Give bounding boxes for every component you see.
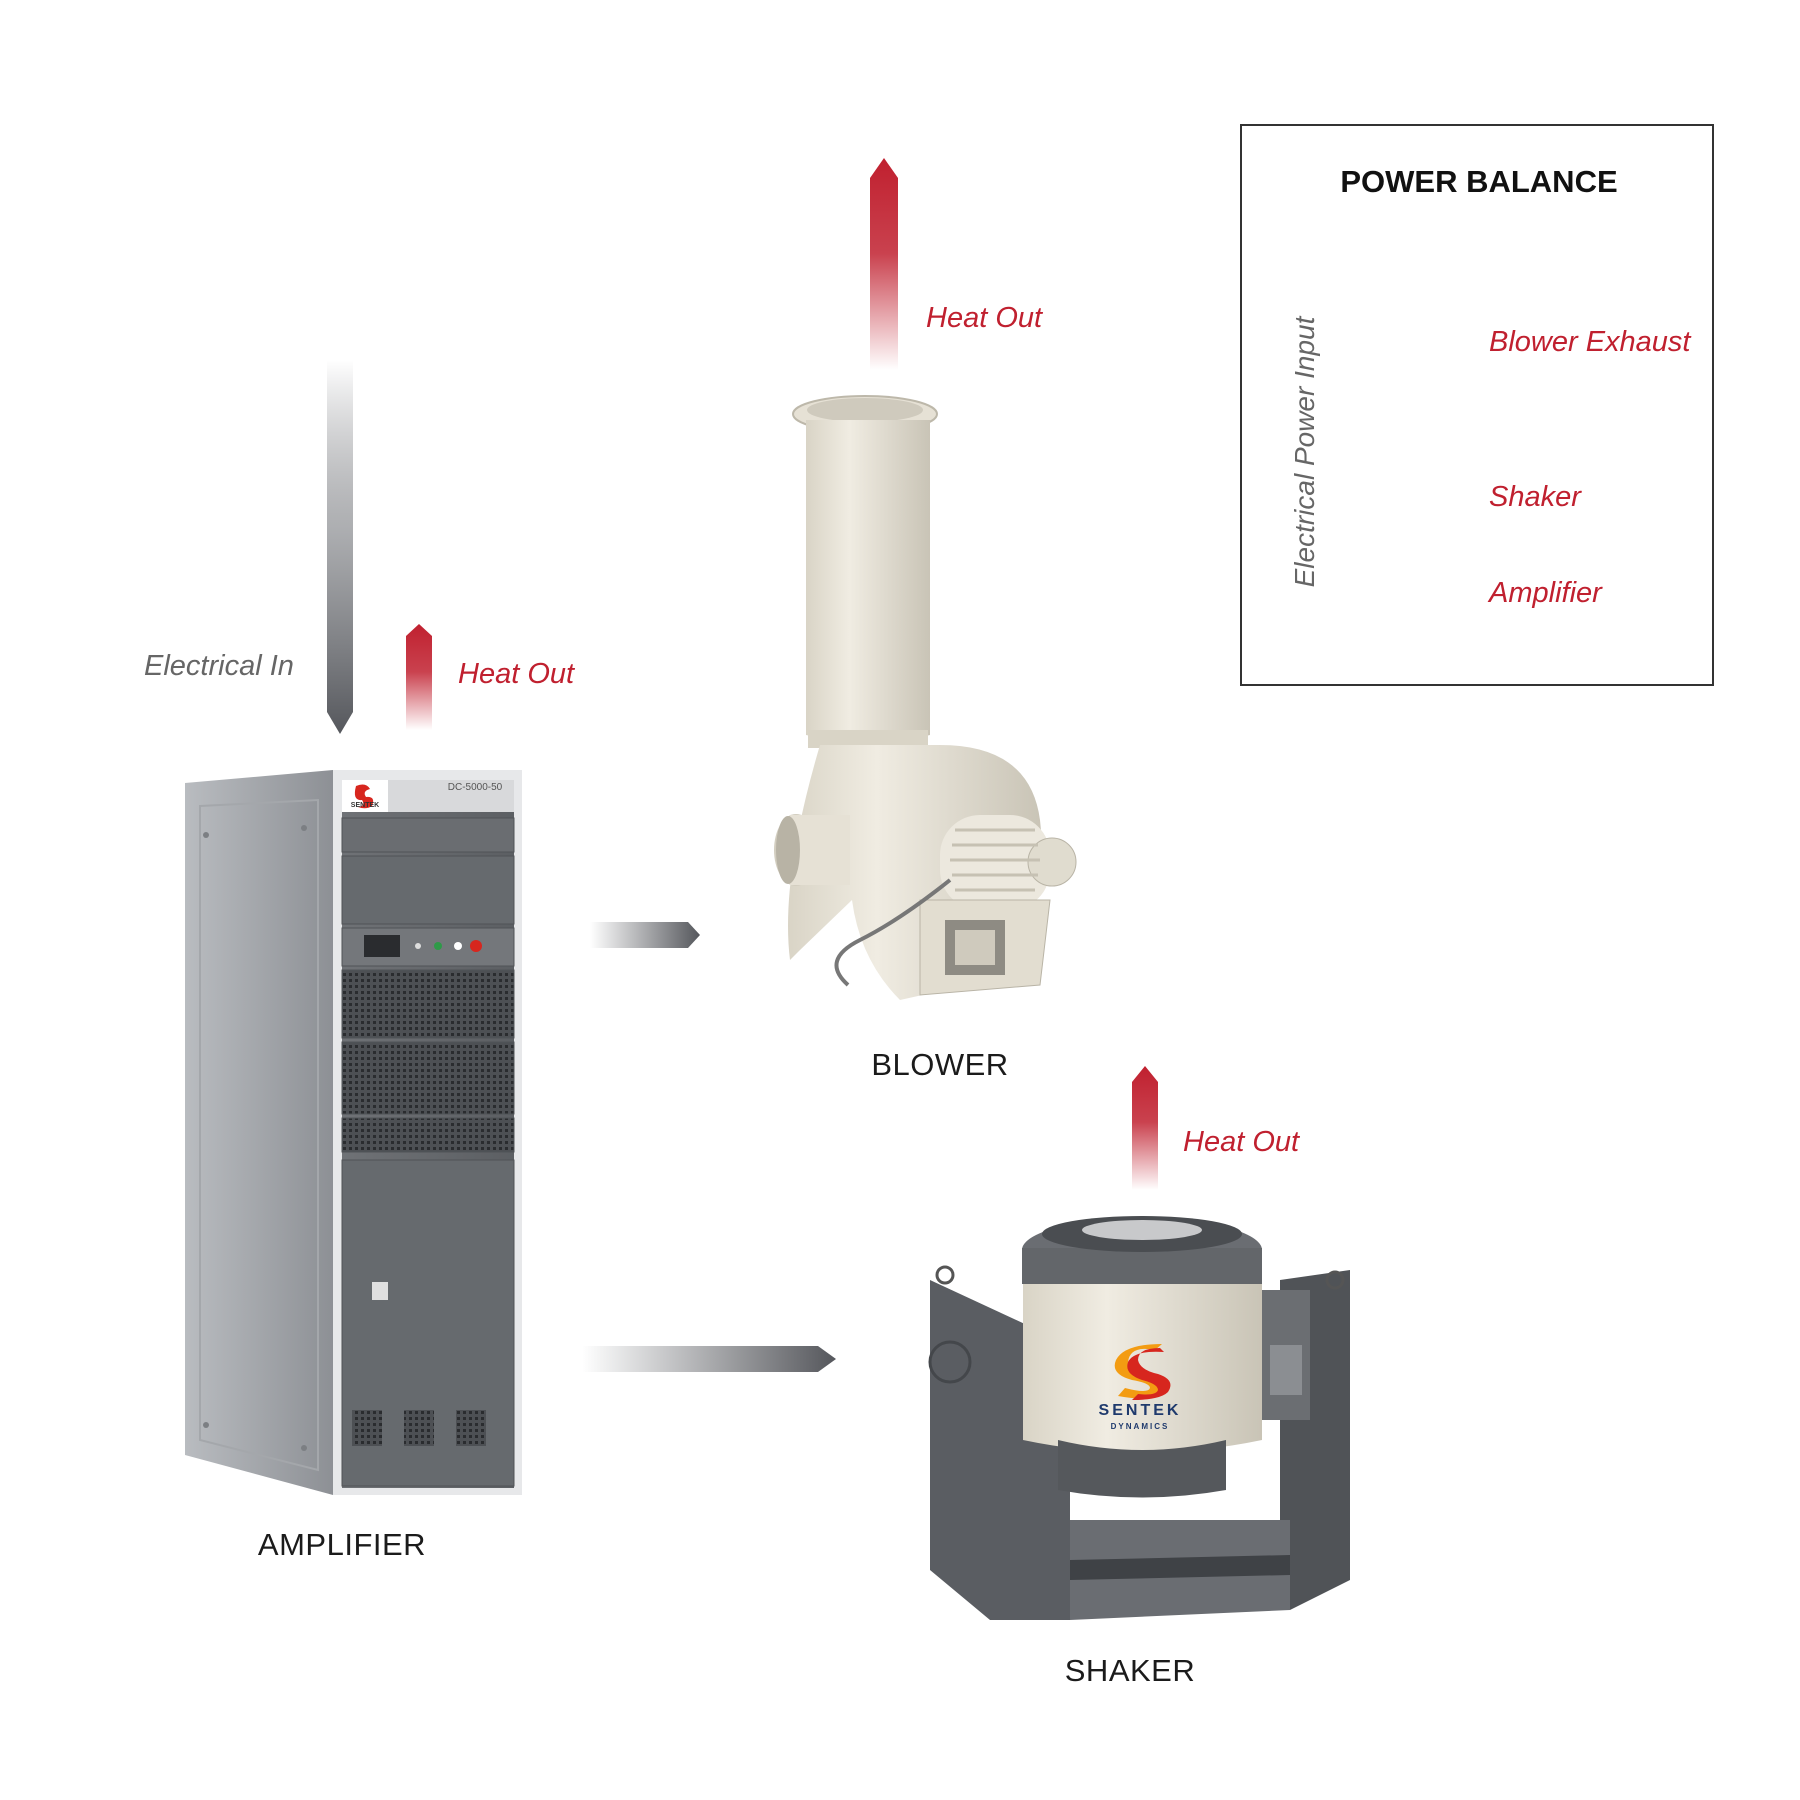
sentek-dynamics-logo: [1114, 1344, 1171, 1400]
shaker-label: SHAKER: [1064, 1653, 1196, 1688]
amplifier-model: DC-5000-50: [447, 782, 503, 793]
heat-out-shaker-arrow: [1132, 1066, 1158, 1190]
balance-amplifier-label: Amplifier: [1489, 577, 1602, 609]
shaker-image: [928, 1216, 1350, 1620]
amplifier-brand: SENTEK: [350, 802, 380, 809]
amplifier-to-blower-arrow: [590, 922, 700, 948]
heat-out-amplifier-arrow: [406, 624, 432, 730]
amplifier-to-shaker-arrow: [582, 1346, 836, 1372]
balance-shaker-label: Shaker: [1489, 481, 1581, 513]
electrical-power-input-label: Electrical Power Input: [1289, 316, 1320, 588]
power-balance-panel: POWER BALANCE: [1240, 124, 1714, 686]
amplifier-label: AMPLIFIER: [257, 1527, 427, 1562]
balance-blower-exhaust-label: Blower Exhaust: [1489, 326, 1691, 358]
heat-out-blower-arrow: [870, 158, 898, 370]
heat-out-blower-label: Heat Out: [926, 302, 1043, 334]
amplifier-cabinet-image: [185, 770, 522, 1495]
electrical-in-arrow: [327, 360, 353, 734]
power-balance-title: POWER BALANCE: [1340, 164, 1618, 199]
heat-out-amplifier-label: Heat Out: [458, 658, 575, 690]
heat-out-shaker-label: Heat Out: [1183, 1126, 1300, 1158]
shaker-brand: SENTEK: [1098, 1402, 1182, 1419]
shaker-brand-sub: DYNAMICS: [1110, 1422, 1170, 1431]
blower-label: BLOWER: [871, 1047, 1009, 1082]
blower-image: [774, 395, 1077, 1000]
electrical-in-label: Electrical In: [144, 650, 294, 682]
